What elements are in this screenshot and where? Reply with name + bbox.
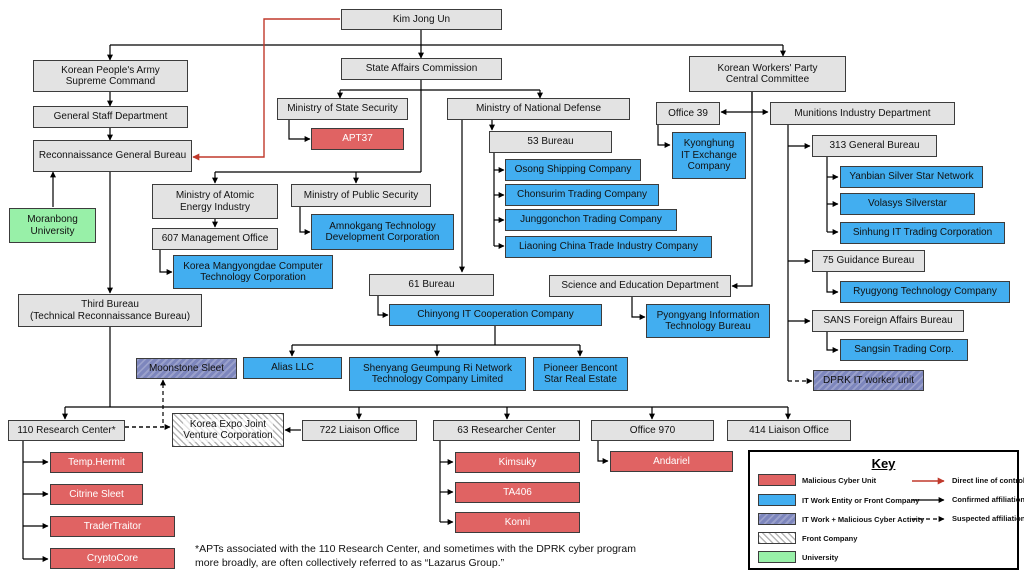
legend-label-control: Direct line of control	[952, 476, 1024, 485]
legend-label-it-malicious: IT Work + Malicious Cyber Activity	[802, 515, 925, 524]
node-110-research-center: 110 Research Center*	[8, 420, 125, 441]
edge-607-mangyong	[159, 249, 173, 275]
edge-sac-bus	[340, 80, 540, 98]
node-chinyong: Chinyong IT Cooperation Company	[389, 304, 602, 326]
node-cryptocore: CryptoCore	[50, 548, 175, 569]
node-apt37: APT37	[311, 128, 404, 150]
footnote: *APTs associated with the 110 Research C…	[195, 543, 637, 569]
node-osong-shipping: Osong Shipping Company	[505, 159, 641, 181]
edge-kim-rgb-control	[192, 18, 340, 161]
edge-office39-kyonghung	[657, 125, 671, 148]
node-office-970: Office 970	[591, 420, 714, 441]
node-sans-foreign-affairs: SANS Foreign Affairs Bureau	[812, 310, 964, 332]
node-ministry-national-defense: Ministry of National Defense	[447, 98, 630, 120]
legend-label-it-front: IT Work Entity or Front Company	[802, 496, 920, 505]
edge-110-moonstone	[125, 379, 166, 428]
legend-label-front: Front Company	[802, 534, 858, 543]
node-konni: Konni	[455, 512, 580, 533]
node-63-researcher-center: 63 Researcher Center	[433, 420, 580, 441]
node-pioneer-bencont: Pioneer Bencont Star Real Estate	[533, 357, 628, 391]
legend-title: Key	[871, 456, 896, 471]
node-alias-llc: Alias LLC	[243, 357, 342, 379]
edge-third-bus	[65, 327, 788, 408]
node-pyongyang-it-bureau: Pyongyang Information Technology Bureau	[646, 304, 770, 338]
edge-75-ryugyong	[826, 272, 839, 295]
node-workers-party: Korean Workers' Party Central Committee	[689, 56, 846, 92]
edge-970-andariel	[597, 441, 609, 464]
edge-kim-bus	[110, 30, 783, 60]
edge-sed-pyongyang	[631, 297, 646, 320]
node-ministry-atomic-energy: Ministry of Atomic Energy Industry	[152, 184, 278, 219]
legend-swatch-malicious	[758, 474, 796, 486]
node-61-bureau: 61 Bureau	[369, 274, 494, 296]
legend-label-suspected: Suspected affiliation	[952, 514, 1024, 523]
node-korean-peoples-army: Korean People's Army Supreme Command	[33, 60, 188, 92]
node-kim-jong-un: Kim Jong Un	[341, 9, 502, 30]
node-313-general-bureau: 313 General Bureau	[812, 135, 937, 157]
node-ministry-public-security: Ministry of Public Security	[291, 184, 431, 207]
node-tradertraitor: TraderTraitor	[50, 516, 175, 537]
node-science-education: Science and Education Department	[549, 275, 731, 297]
legend-swatch-it-front	[758, 494, 796, 506]
node-liaoning: Liaoning China Trade Industry Company	[505, 236, 712, 258]
node-munitions-industry: Munitions Industry Department	[770, 102, 955, 125]
edge-wpk-office39	[720, 92, 753, 115]
edge-sans-sangsin	[826, 332, 839, 353]
edge-mps-amnok	[299, 207, 311, 235]
edge-sac-lower	[215, 90, 422, 183]
node-mangyongdae: Korea Mangyongdae Computer Technology Co…	[173, 255, 333, 289]
node-moranbong-university: Moranbong University	[9, 208, 96, 243]
node-414-liaison: 414 Liaison Office	[727, 420, 851, 441]
node-korea-expo: Korea Expo Joint Venture Corporation	[172, 413, 284, 447]
node-citrine-sleet: Citrine Sleet	[50, 484, 143, 505]
legend-swatch-it-malicious	[758, 513, 796, 525]
node-moonstone-sleet: Moonstone Sleet	[136, 358, 237, 379]
node-75-guidance-bureau: 75 Guidance Bureau	[812, 250, 925, 272]
node-607-management: 607 Management Office	[152, 228, 278, 250]
node-kimsuky: Kimsuky	[455, 452, 580, 473]
node-state-affairs-commission: State Affairs Commission	[341, 58, 502, 80]
edge-wpk-sed	[731, 92, 753, 289]
node-office-39: Office 39	[656, 102, 720, 125]
edge-chinyong-bus	[292, 326, 580, 346]
node-ryugyong: Ryugyong Technology Company	[840, 281, 1010, 303]
node-dprk-it-worker-unit: DPRK IT worker unit	[813, 370, 924, 391]
node-chonsurim: Chonsurim Trading Company	[505, 184, 659, 206]
node-yanbian: Yanbian Silver Star Network	[840, 166, 983, 188]
edge-61-chinyong	[377, 296, 389, 318]
node-sangsin: Sangsin Trading Corp.	[840, 339, 968, 361]
node-general-staff: General Staff Department	[33, 106, 188, 128]
legend-swatch-university	[758, 551, 796, 563]
node-sinhung: Sinhung IT Trading Corporation	[840, 222, 1005, 244]
node-third-bureau: Third Bureau (Technical Reconnaissance B…	[18, 294, 202, 327]
node-volasys: Volasys Silverstar	[840, 193, 975, 215]
node-53-bureau: 53 Bureau	[489, 131, 612, 153]
legend-label-confirmed: Confirmed affiliation	[952, 495, 1024, 504]
node-amnokgang: Amnokgang Technology Development Corpora…	[311, 214, 454, 250]
node-junggonchon: Junggonchon Trading Company	[505, 209, 677, 231]
legend-swatch-front	[758, 532, 796, 544]
node-andariel: Andariel	[610, 451, 733, 472]
node-ministry-state-security: Ministry of State Security	[277, 98, 408, 120]
legend-label-university: University	[802, 553, 839, 562]
legend: Key Malicious Cyber Unit IT Work Entity …	[748, 450, 1024, 570]
node-shenyang: Shenyang Geumpung Ri Network Technology …	[349, 357, 526, 391]
legend-label-malicious: Malicious Cyber Unit	[802, 476, 877, 485]
edge-mss-apt37	[288, 120, 311, 142]
node-ta406: TA406	[455, 482, 580, 503]
node-kyonghung: Kyonghung IT Exchange Company	[672, 132, 746, 179]
node-temp-hermit: Temp.Hermit	[50, 452, 143, 473]
node-reconnaissance-general-bureau: Reconnaissance General Bureau	[33, 140, 192, 172]
node-korea-expo-label: Korea Expo Joint Venture Corporation	[183, 418, 273, 442]
node-722-liaison: 722 Liaison Office	[302, 420, 417, 441]
legend-line-samples	[912, 477, 945, 522]
